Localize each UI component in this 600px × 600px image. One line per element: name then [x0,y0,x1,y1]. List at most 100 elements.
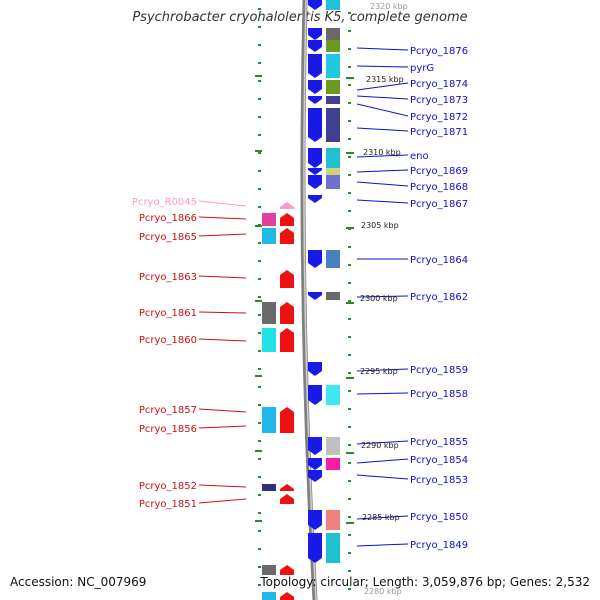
reverse-gene-block[interactable] [262,328,276,352]
reverse-gene-label[interactable]: Pcryo_1866 [139,213,197,224]
forward-gene-label[interactable]: Pcryo_1849 [410,540,468,551]
forward-gene-block[interactable] [326,108,340,142]
forward-gene-block[interactable] [326,533,340,563]
reverse-gene-label[interactable]: Pcryo_R0045 [132,197,197,208]
reverse-gene-block[interactable] [262,228,276,244]
reverse-gene-label[interactable]: Pcryo_1857 [139,405,197,416]
forward-gene-block[interactable] [326,96,340,104]
forward-gene-arrow[interactable] [308,362,322,376]
reverse-gene-arrow[interactable] [280,592,294,600]
tick-inner [258,152,261,154]
forward-gene-label[interactable]: Pcryo_1853 [410,475,468,486]
forward-gene-label[interactable]: Pcryo_1874 [410,79,468,90]
forward-gene-label[interactable]: Pcryo_1867 [410,199,468,210]
tick-outer [348,534,351,536]
forward-gene-arrow[interactable] [308,533,322,563]
forward-gene-arrow[interactable] [308,385,322,405]
tick-outer [348,138,351,140]
forward-gene-arrow[interactable] [308,168,322,175]
forward-gene-block[interactable] [326,54,340,78]
forward-gene-block[interactable] [326,510,340,530]
forward-gene-label[interactable]: pyrG [410,63,434,74]
forward-gene-block[interactable] [326,292,340,300]
reverse-gene-block[interactable] [262,302,276,324]
forward-gene-label[interactable]: Pcryo_1871 [410,127,468,138]
forward-gene-label[interactable]: Pcryo_1855 [410,437,468,448]
forward-gene-arrow[interactable] [308,96,322,104]
forward-gene-label[interactable]: Pcryo_1850 [410,512,468,523]
forward-label-leader [356,543,409,547]
scale-label: 2305 kbp [361,221,399,230]
reverse-gene-label[interactable]: Pcryo_1856 [139,424,197,435]
forward-gene-arrow[interactable] [308,80,322,94]
reverse-gene-label[interactable]: Pcryo_1860 [139,335,197,346]
forward-gene-label[interactable]: Pcryo_1864 [410,255,468,266]
forward-gene-label[interactable]: Pcryo_1868 [410,182,468,193]
tick-outer [348,282,351,284]
forward-gene-arrow[interactable] [308,250,322,268]
tick-major [255,375,262,377]
forward-gene-block[interactable] [326,0,340,10]
forward-gene-arrow[interactable] [308,195,322,203]
forward-gene-block[interactable] [326,175,340,189]
forward-gene-block[interactable] [326,168,340,175]
tick-outer [348,372,351,374]
forward-gene-arrow[interactable] [308,458,322,470]
forward-gene-block[interactable] [326,148,340,168]
reverse-gene-label[interactable]: Pcryo_1861 [139,308,197,319]
forward-gene-arrow[interactable] [308,437,322,455]
tick-outer [348,102,351,104]
reverse-gene-label[interactable]: Pcryo_1851 [139,499,197,510]
forward-gene-arrow[interactable] [308,510,322,530]
reverse-gene-block[interactable] [262,592,276,600]
forward-gene-arrow[interactable] [308,54,322,78]
reverse-gene-arrow[interactable] [280,202,294,209]
tick-inner [258,62,261,64]
forward-gene-arrow[interactable] [308,148,322,168]
forward-gene-arrow[interactable] [308,108,322,142]
reverse-gene-arrow[interactable] [280,407,294,433]
forward-gene-label[interactable]: eno [410,151,429,162]
tick-outer [348,516,351,518]
reverse-gene-block[interactable] [262,213,276,226]
forward-gene-label[interactable]: Pcryo_1858 [410,389,468,400]
forward-gene-arrow[interactable] [308,40,322,52]
reverse-gene-label[interactable]: Pcryo_1852 [139,481,197,492]
forward-gene-arrow[interactable] [308,0,322,10]
forward-gene-block[interactable] [326,385,340,405]
tick-inner [258,8,261,10]
reverse-gene-arrow[interactable] [280,565,294,575]
reverse-gene-block[interactable] [262,565,276,575]
reverse-gene-label[interactable]: Pcryo_1863 [139,272,197,283]
forward-gene-label[interactable]: Pcryo_1876 [410,46,468,57]
reverse-gene-label[interactable]: Pcryo_1865 [139,232,197,243]
reverse-gene-arrow[interactable] [280,328,294,352]
reverse-gene-arrow[interactable] [280,228,294,244]
forward-gene-label[interactable]: Pcryo_1873 [410,95,468,106]
reverse-gene-block[interactable] [262,407,276,433]
tick-inner [258,260,261,262]
forward-gene-arrow[interactable] [308,28,322,40]
forward-gene-label[interactable]: Pcryo_1854 [410,455,468,466]
forward-gene-label[interactable]: Pcryo_1872 [410,112,468,123]
tick-inner [258,350,261,352]
reverse-gene-arrow[interactable] [280,484,294,491]
reverse-gene-arrow[interactable] [280,494,294,504]
reverse-gene-block[interactable] [262,484,276,491]
forward-gene-block[interactable] [326,250,340,268]
forward-gene-arrow[interactable] [308,470,322,482]
reverse-gene-arrow[interactable] [280,213,294,226]
forward-gene-block[interactable] [326,40,340,52]
forward-gene-arrow[interactable] [308,175,322,189]
forward-gene-block[interactable] [326,80,340,94]
reverse-gene-arrow[interactable] [280,302,294,324]
forward-gene-block[interactable] [326,458,340,470]
forward-gene-label[interactable]: Pcryo_1859 [410,365,468,376]
forward-gene-label[interactable]: Pcryo_1862 [410,292,468,303]
forward-gene-block[interactable] [326,28,340,40]
forward-gene-label[interactable]: Pcryo_1869 [410,166,468,177]
forward-gene-block[interactable] [326,437,340,455]
reverse-gene-arrow[interactable] [280,270,294,288]
forward-gene-arrow[interactable] [308,292,322,300]
